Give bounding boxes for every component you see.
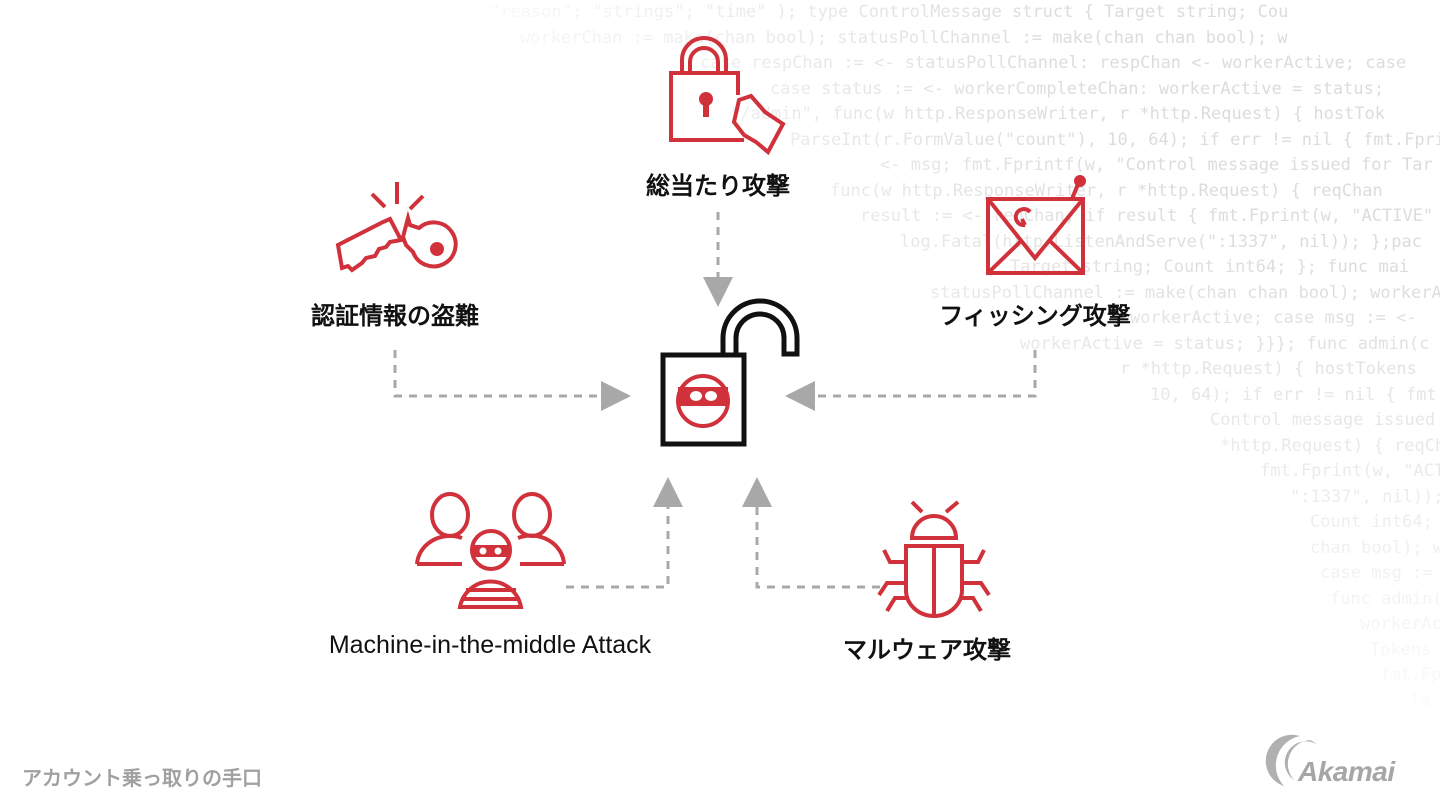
code-line: r *http.Request) { hostTokens — [1120, 359, 1417, 379]
code-line: func admin( — [1330, 588, 1440, 609]
arrow-malware — [742, 477, 880, 589]
code-line: log.Fatal(http.ListenAndServe(":1337", n… — [900, 231, 1422, 252]
bug-icon — [877, 500, 991, 618]
thief-between-users-icon — [415, 492, 566, 609]
code-line: workerAct — [1360, 614, 1440, 634]
code-line: fmt.Fprint(w, "ACTIVE" — [1260, 461, 1440, 481]
code-line: case status := <- workerCompleteChan: wo… — [770, 78, 1385, 99]
code-line: Count int64; }; func ma — [1310, 512, 1433, 532]
code-line: result := <- reqChan; if result { fmt.Fp… — [860, 206, 1434, 226]
code-line: Control message issued for Ta — [1210, 410, 1436, 430]
code-line: workerActive; case msg := <- — [1130, 308, 1417, 328]
arrow-credential-theft — [393, 350, 631, 411]
code-line: fmt.Fpr — [1380, 665, 1440, 685]
unlocked-padlock-thief-icon — [660, 298, 800, 447]
akamai-logo: Akamai — [1298, 756, 1395, 787]
label-brute-force: 総当たり攻撃 — [646, 172, 790, 200]
akamai-logo-swoosh — [1265, 734, 1318, 786]
code-line: ":1337", nil)); };pac — [1290, 486, 1440, 507]
code-line: ParseInt(r.FormValue("count"), 10, 64); … — [790, 129, 1440, 150]
code-line: workerChan := make(chan bool); statusPol… — [520, 27, 1288, 48]
code-line: workerActive = status; }}}; func admin(c — [1020, 333, 1430, 354]
code-line: statusPollChannel := make(chan chan bool… — [930, 282, 1440, 303]
padlock-hand-icon — [669, 36, 786, 156]
code-line: Tokens — [1370, 639, 1432, 660]
code-line: case respChan := <- statusPollChannel: r… — [700, 53, 1407, 73]
code-line: case msg := <- — [1320, 563, 1433, 583]
code-line: chan bool); workerActi — [1310, 537, 1440, 558]
arrow-mitm — [566, 477, 683, 589]
code-line: 10, 64); if err != nil { fmt.Fprintf(w, — [1150, 384, 1440, 405]
code-line: "/admin", func(w http.ResponseWriter, r … — [730, 104, 1386, 124]
label-credential-theft: 認証情報の盗難 — [311, 302, 479, 330]
code-line: *http.Request) { reqChan — [1220, 435, 1440, 456]
label-phishing: フィッシング攻撃 — [939, 302, 1131, 330]
code-line: func(w http.ResponseWriter, r *http.Requ… — [830, 180, 1383, 201]
label-mitm: Machine-in-the-middle Attack — [328, 631, 652, 659]
label-malware: マルウェア攻撃 — [843, 636, 1011, 664]
arrow-phishing — [785, 350, 1037, 411]
broken-key-icon — [335, 182, 458, 273]
code-line: <- msg; fmt.Fprintf(w, "Control message … — [880, 155, 1433, 175]
code-line: Ta — [1410, 690, 1431, 711]
code-line: "reason"; "strings"; "time" ); type Cont… — [490, 2, 1289, 22]
slide-title: アカウント乗っ取りの手口 — [22, 766, 262, 790]
envelope-hook-icon — [986, 175, 1086, 275]
